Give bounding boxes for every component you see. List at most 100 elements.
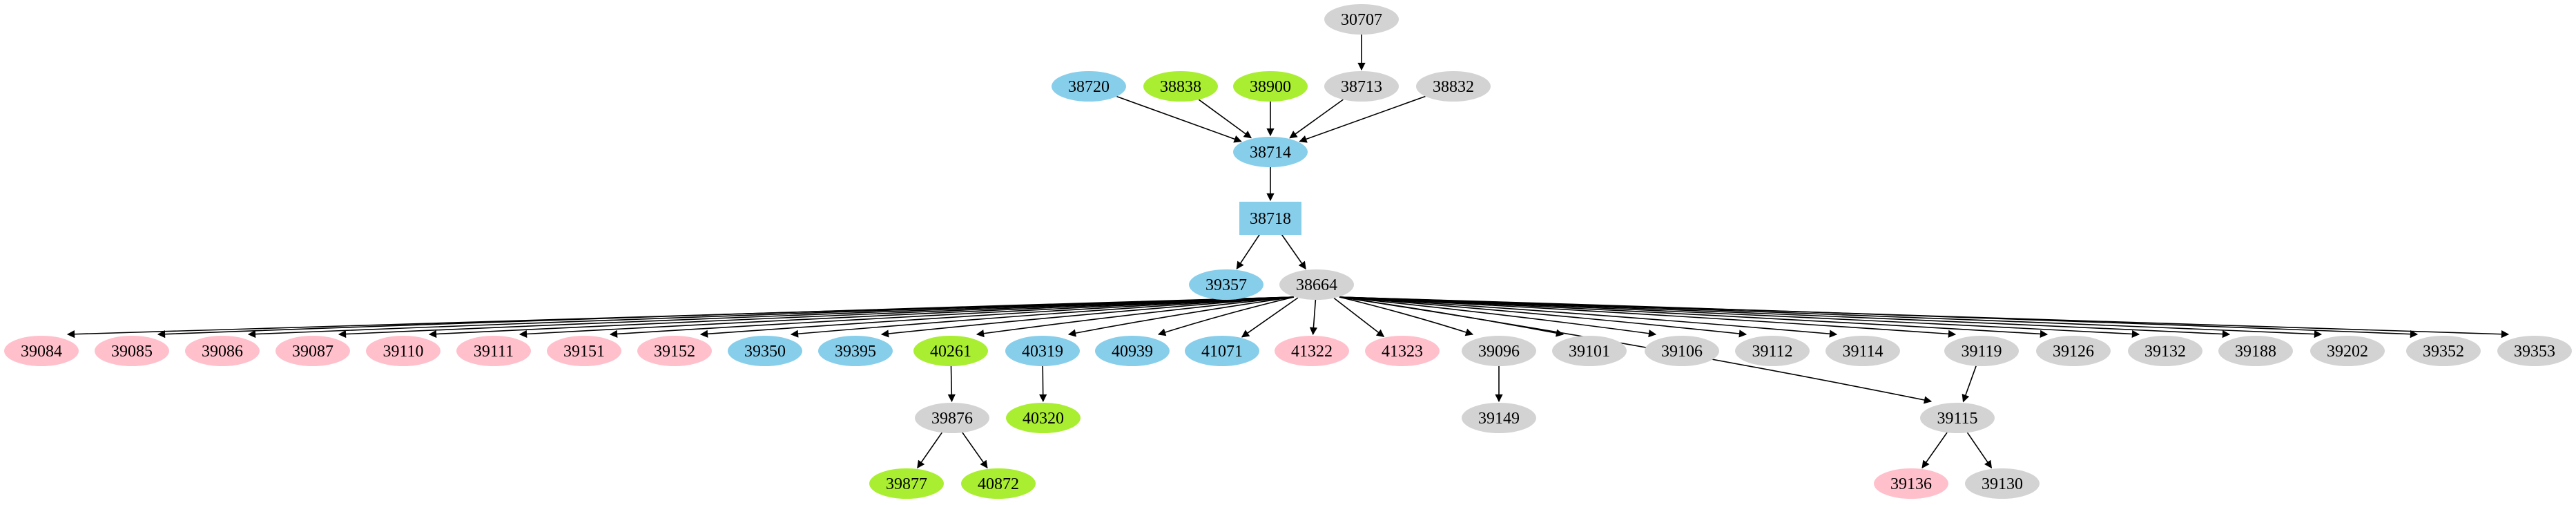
node-39101: 39101: [1552, 336, 1627, 366]
node-39188-ellipse: [2218, 336, 2293, 366]
node-38718-box: [1239, 202, 1301, 235]
node-39114: 39114: [1826, 336, 1900, 366]
node-40320: 40320: [1006, 403, 1081, 433]
node-38664: 38664: [1279, 269, 1354, 300]
node-39350: 39350: [728, 336, 802, 366]
node-39111-label: 39111: [474, 343, 514, 361]
edge-38713-38714: [1289, 99, 1344, 139]
edge-38664-39126: [1339, 296, 2049, 338]
node-39149: 39149: [1462, 403, 1536, 433]
node-39096: 39096: [1462, 336, 1536, 366]
node-41322-ellipse: [1275, 336, 1349, 366]
node-39876-ellipse: [915, 403, 989, 433]
node-39877-ellipse: [869, 468, 944, 499]
node-39132: 39132: [2128, 336, 2202, 366]
node-39084: 39084: [4, 336, 79, 366]
node-39353-ellipse: [2497, 336, 2572, 366]
node-39136-label: 39136: [1890, 475, 1932, 493]
node-40320-label: 40320: [1023, 410, 1064, 428]
node-39086-ellipse: [185, 336, 260, 366]
edge-38664-39395: [880, 296, 1295, 338]
node-39130: 39130: [1965, 468, 2040, 499]
node-38838: 38838: [1143, 71, 1218, 102]
node-38838-ellipse: [1143, 71, 1218, 102]
node-39119-ellipse: [1944, 336, 2019, 366]
node-39877: 39877: [869, 468, 944, 499]
edge-38664-41323: [1333, 297, 1385, 337]
edge-38720-38714: [1116, 95, 1242, 143]
node-38720-label: 38720: [1068, 78, 1110, 96]
node-39395-ellipse: [818, 336, 893, 366]
node-39350-label: 39350: [744, 343, 786, 361]
node-39119-label: 39119: [1961, 343, 2002, 361]
edge-38664-39151: [609, 296, 1295, 338]
node-39130-ellipse: [1965, 468, 2040, 499]
edge-38664-39106: [1339, 296, 1657, 338]
edge-38664-39114: [1339, 296, 1838, 338]
node-38832-label: 38832: [1433, 78, 1474, 96]
node-40261-ellipse: [913, 336, 988, 366]
node-39085-ellipse: [95, 336, 169, 366]
node-39110-ellipse: [366, 336, 440, 366]
edge-39119-39115: [1962, 365, 1977, 403]
node-39876: 39876: [915, 403, 989, 433]
edge-38664-41322: [1309, 299, 1318, 336]
node-39188: 39188: [2218, 336, 2293, 366]
node-41322: 41322: [1275, 336, 1349, 366]
node-39149-ellipse: [1462, 403, 1536, 433]
node-39114-label: 39114: [1842, 343, 1883, 361]
node-39087-label: 39087: [292, 343, 333, 361]
node-39101-label: 39101: [1569, 343, 1610, 361]
node-38900-label: 38900: [1250, 78, 1291, 96]
node-39115-label: 39115: [1937, 410, 1977, 428]
node-38664-label: 38664: [1296, 276, 1337, 294]
node-39114-ellipse: [1826, 336, 1900, 366]
edge-38664-39111: [519, 296, 1295, 339]
node-39151: 39151: [547, 336, 621, 366]
node-39202: 39202: [2310, 336, 2385, 366]
node-40261: 40261: [913, 336, 988, 366]
node-39110-label: 39110: [382, 343, 423, 361]
node-30707: 30707: [1324, 4, 1399, 35]
edge-38664-41071: [1241, 297, 1299, 338]
node-39352-label: 39352: [2423, 343, 2464, 361]
node-39084-label: 39084: [21, 343, 62, 361]
node-39086: 39086: [185, 336, 260, 366]
node-39106-ellipse: [1645, 336, 1719, 366]
node-40872: 40872: [961, 468, 1036, 499]
node-39202-ellipse: [2310, 336, 2385, 366]
node-39151-label: 39151: [563, 343, 605, 361]
node-38720: 38720: [1052, 71, 1126, 102]
node-39152-ellipse: [637, 336, 712, 366]
node-39126: 39126: [2036, 336, 2111, 366]
node-39352: 39352: [2406, 336, 2481, 366]
node-39130-label: 39130: [1982, 475, 2023, 493]
node-41323: 41323: [1365, 336, 1440, 366]
edge-38664-39112: [1339, 296, 1747, 338]
node-40939-ellipse: [1095, 336, 1170, 366]
node-39115: 39115: [1920, 403, 1995, 433]
node-39136: 39136: [1874, 468, 1948, 499]
node-39202-label: 39202: [2327, 343, 2368, 361]
node-39132-ellipse: [2128, 336, 2202, 366]
edge-38664-39119: [1339, 296, 1957, 338]
node-41071: 41071: [1185, 336, 1259, 366]
node-39101-ellipse: [1552, 336, 1627, 366]
node-39085: 39085: [95, 336, 169, 366]
node-39149-label: 39149: [1478, 410, 1520, 428]
edge-38718-39357: [1236, 234, 1261, 270]
edge-39115-39136: [1921, 432, 1948, 469]
edge-39876-39877: [917, 432, 942, 469]
node-39115-ellipse: [1920, 403, 1995, 433]
node-38900: 38900: [1233, 71, 1308, 102]
node-39126-label: 39126: [2053, 343, 2094, 361]
node-39350-ellipse: [728, 336, 802, 366]
node-40872-label: 40872: [978, 475, 1019, 493]
node-40319-label: 40319: [1022, 343, 1063, 361]
node-39151-ellipse: [547, 336, 621, 366]
node-39087: 39087: [275, 336, 350, 366]
node-41323-label: 41323: [1382, 343, 1423, 361]
node-30707-label: 30707: [1341, 11, 1382, 29]
node-38838-label: 38838: [1160, 78, 1201, 96]
node-39357-ellipse: [1189, 269, 1263, 300]
